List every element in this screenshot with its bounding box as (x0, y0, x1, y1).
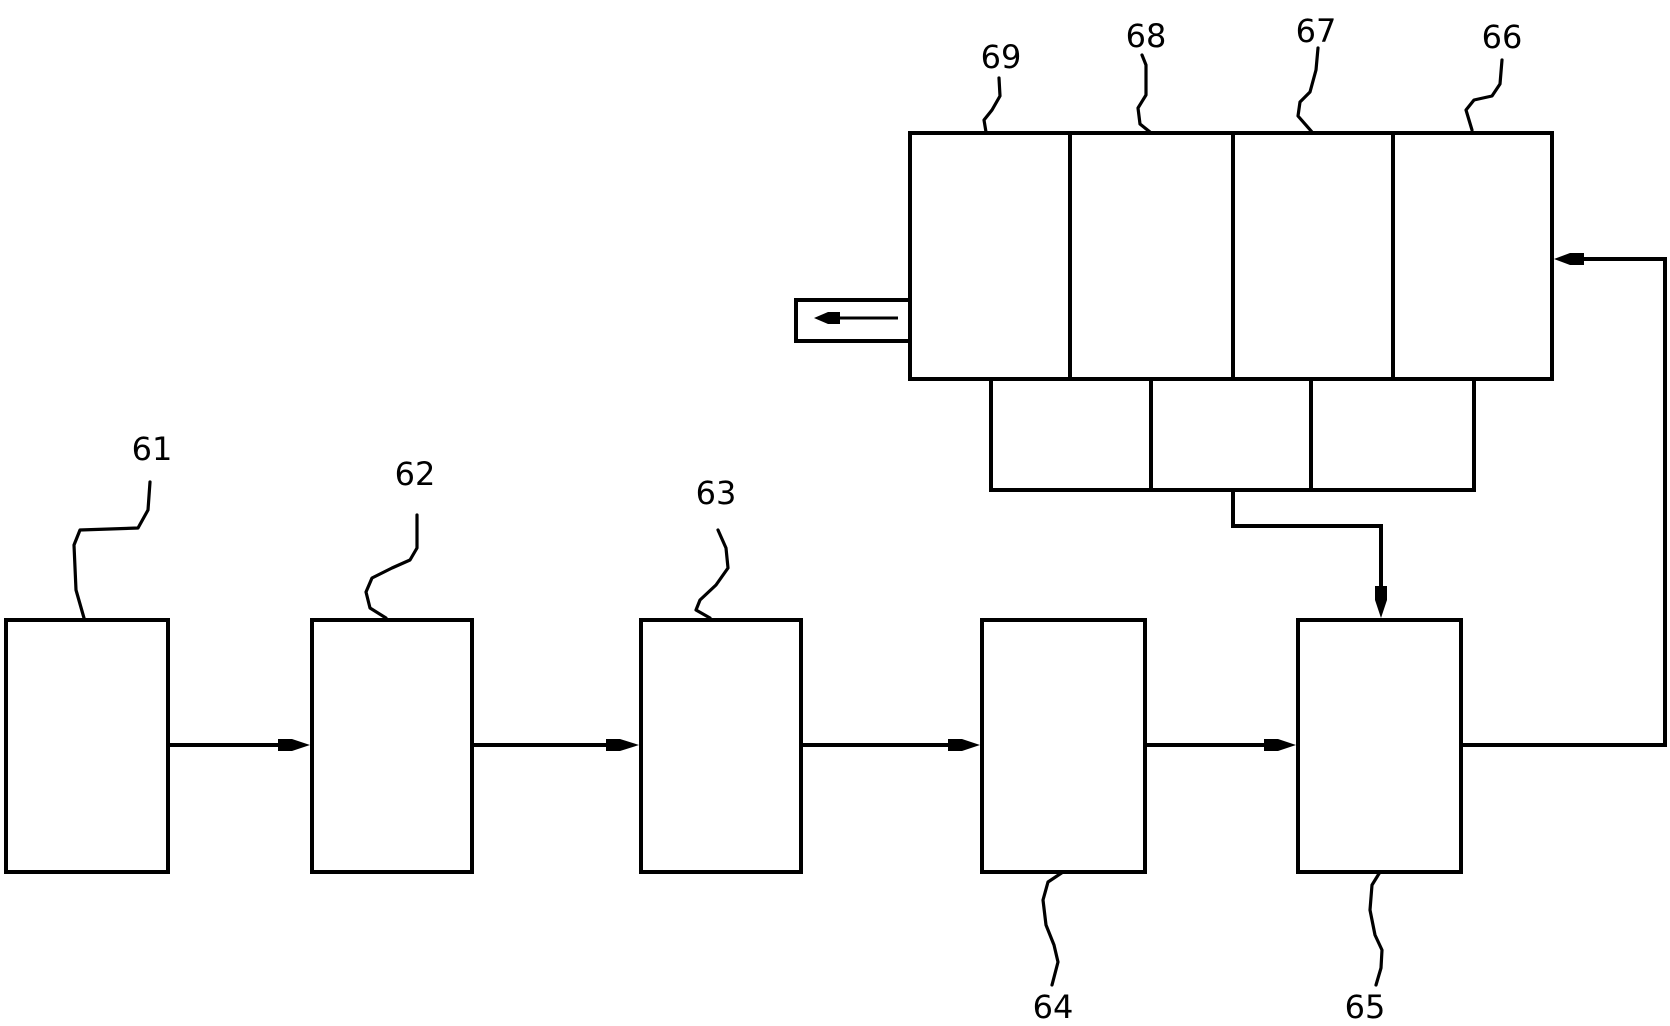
label-69: 69 (981, 38, 1022, 76)
label-68: 68 (1126, 17, 1167, 55)
label-66: 66 (1482, 18, 1523, 56)
block-63 (639, 618, 803, 874)
label-62: 62 (395, 455, 436, 493)
label-67: 67 (1296, 12, 1337, 50)
collector-box (989, 377, 1476, 492)
label-65: 65 (1345, 988, 1386, 1026)
outlet-arrow-head (814, 312, 840, 324)
leader-66 (1464, 58, 1504, 132)
arrow-head-63 (606, 739, 639, 751)
block-62 (310, 618, 474, 874)
arrow-head-collector (1375, 586, 1387, 618)
label-61: 61 (132, 430, 173, 468)
leader-68 (1136, 53, 1152, 134)
block-61 (4, 618, 170, 874)
leader-67 (1296, 46, 1320, 134)
leader-63 (694, 528, 730, 620)
arrow-head-65 (1264, 739, 1296, 751)
arrow-head-64 (948, 739, 980, 751)
flow-collector-65 (1231, 490, 1383, 610)
arrow-head-66 (1554, 253, 1584, 265)
block-65 (1296, 618, 1463, 874)
block-64 (980, 618, 1147, 874)
leader-65 (1368, 870, 1384, 987)
outlet-box (794, 298, 912, 343)
label-64: 64 (1033, 988, 1074, 1026)
leader-64 (1041, 870, 1065, 987)
leader-62 (364, 513, 419, 620)
label-63: 63 (696, 474, 737, 512)
leader-69 (982, 76, 1002, 134)
flow-65-66 (1461, 257, 1667, 747)
leader-61 (72, 480, 152, 620)
arrow-head-62 (278, 739, 310, 751)
